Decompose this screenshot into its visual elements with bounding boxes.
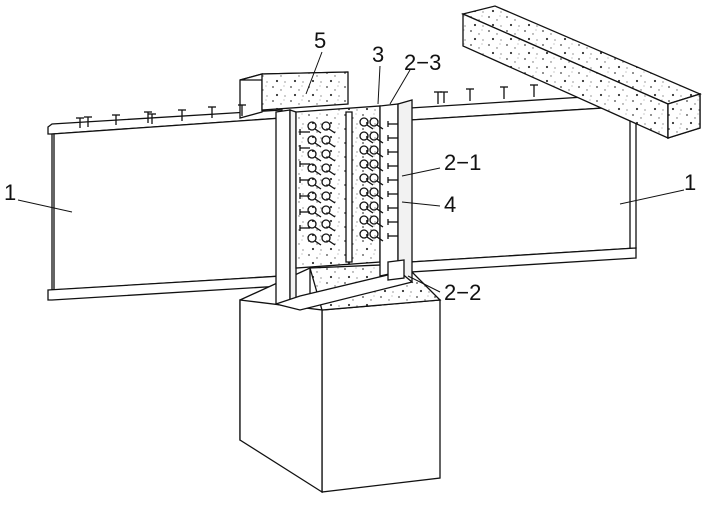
concrete-slab	[460, 5, 702, 140]
right-flange-studs	[434, 84, 538, 104]
label-3: 3	[372, 42, 384, 67]
label-2-1: 2−1	[444, 150, 481, 175]
label-5: 5	[314, 28, 326, 53]
steel-connector-box	[273, 99, 414, 311]
right-steel-beam	[409, 95, 637, 273]
left-flange-studs	[76, 104, 246, 128]
label-2-3: 2−3	[404, 50, 441, 75]
left-steel-beam	[47, 109, 283, 301]
concrete-column-upper	[239, 71, 349, 119]
label-1-right: 1	[684, 170, 696, 195]
label-4: 4	[444, 192, 456, 217]
leader-lines	[17, 51, 685, 293]
label-1-left: 1	[4, 180, 16, 205]
box-shear-studs	[299, 117, 398, 246]
label-2-2: 2−2	[444, 280, 481, 305]
concrete-column-lower	[239, 263, 442, 494]
callout-labels: 5 3 2−3 2−1 4 1 1 2−2	[4, 28, 696, 305]
